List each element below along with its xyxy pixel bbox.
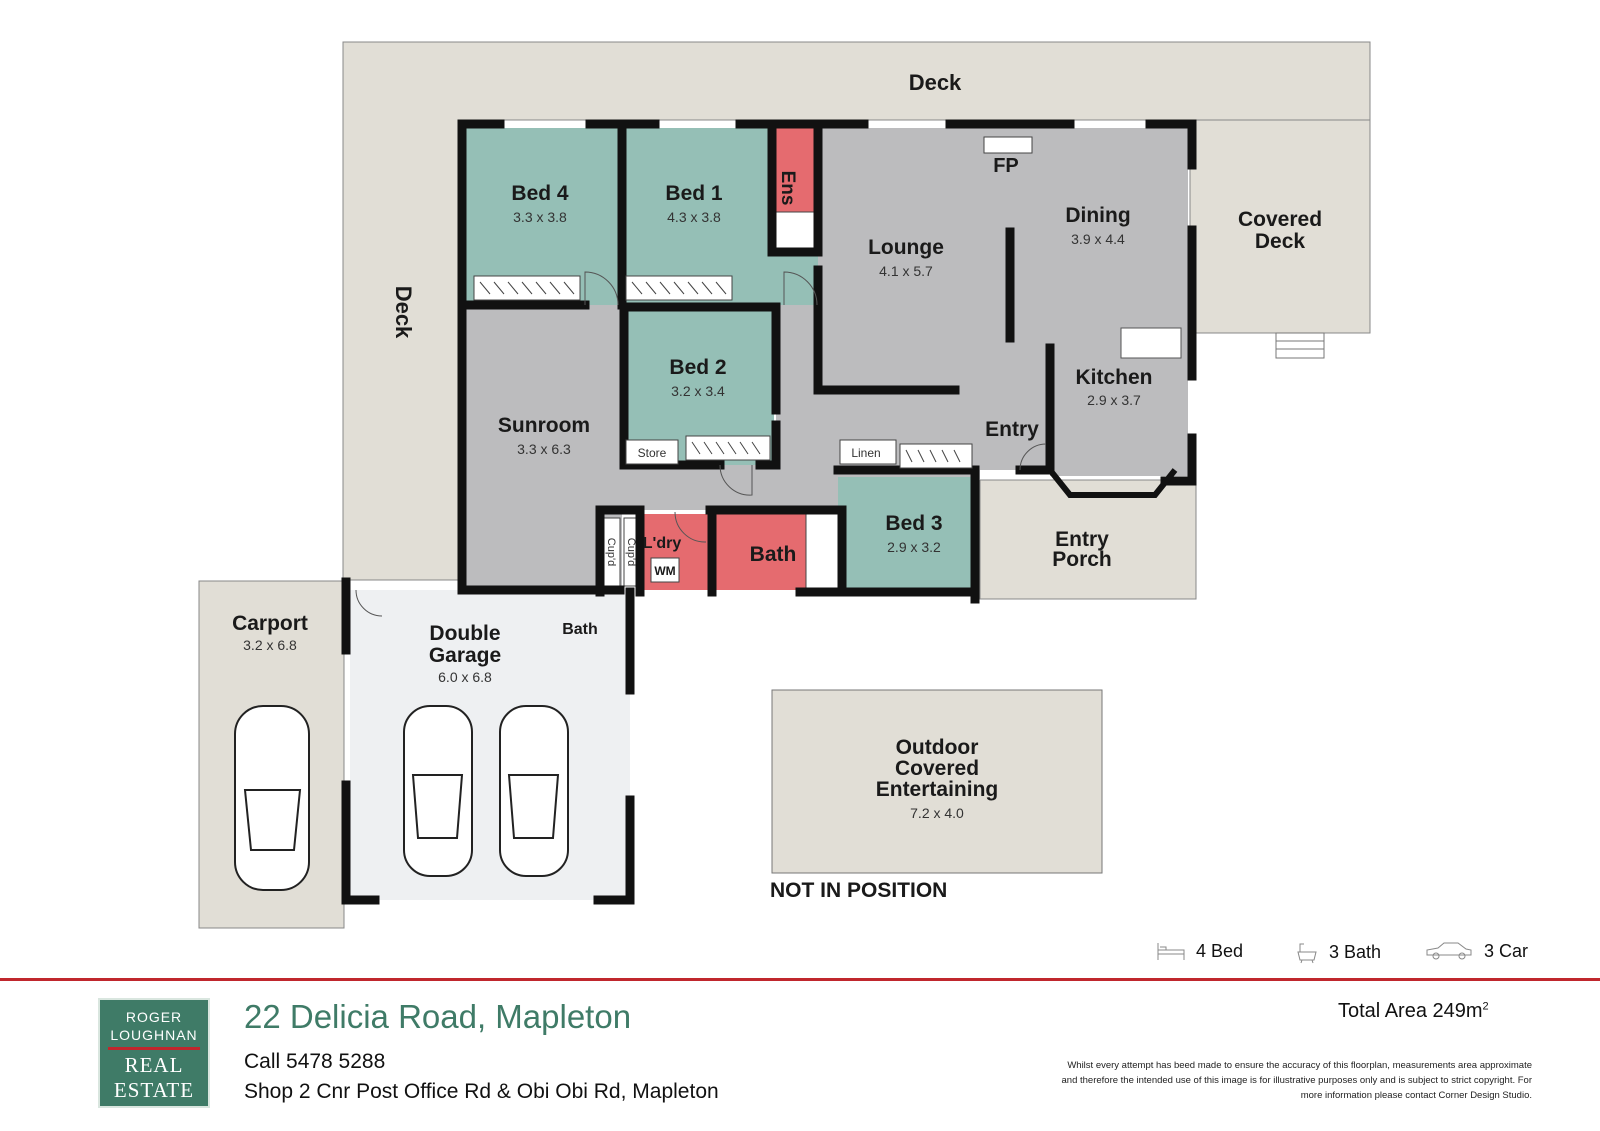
outdoor-dims: 7.2 x 4.0 [910,805,964,821]
agency-logo: ROGER LOUGHNAN REAL ESTATE [98,998,210,1108]
dining-dims: 3.9 x 4.4 [1071,231,1125,247]
bath-small-label: Bath [562,621,598,638]
hangers [479,281,961,463]
garage-label-2: Garage [429,644,501,667]
linen-box [839,439,897,465]
kitchen-bay [1047,468,1178,498]
deck-top-label: Deck [909,70,962,95]
disclaimer-line-2: and therefore the intended use of this i… [1061,1075,1533,1086]
covered-deck-label-1: Covered [1238,208,1322,231]
bath-main-label: Bath [750,543,797,566]
sunroom-dims: 3.3 x 6.3 [517,441,571,457]
logo-line-2: LOUGHNAN [110,1027,198,1043]
disclaimer: Whilst every attempt has beed made to en… [1032,1058,1533,1103]
outdoor-label-1: Outdoor [896,736,979,759]
property-address: 22 Delicia Road, Mapleton [244,998,632,1035]
door-swings [355,271,1047,617]
area-unit-sup: 2 [1482,1000,1489,1013]
bed-count-label: 4 Bed [1196,940,1244,961]
bath-icon [1297,943,1317,964]
disclaimer-line-1: Whilst every attempt has beed made to en… [1067,1060,1532,1071]
entry-porch-label-2: Porch [1052,548,1112,571]
footer-divider [0,978,1600,981]
lounge-dims: 4.1 x 5.7 [879,263,933,279]
entry-porch-label-1: Entry [1055,528,1109,551]
wardrobes [473,275,973,469]
ensuite-shower [775,211,819,249]
bath-count: 3 Bath [1295,940,1381,964]
wm-label: WM [654,564,675,578]
kitchen-dims: 2.9 x 3.7 [1087,392,1141,408]
bed-icon [1157,943,1185,960]
bed-count: 4 Bed [1156,940,1243,962]
bed1-dims: 4.3 x 3.8 [667,209,721,225]
walls [341,119,1197,905]
linen-label: Linen [851,446,880,460]
ensuite-area [772,128,818,212]
outdoor-area [771,689,1103,874]
dining-label: Dining [1065,204,1130,227]
store-box [625,439,679,465]
carport-dims: 3.2 x 6.8 [243,637,297,653]
bed3-label: Bed 3 [885,512,942,535]
entry-label: Entry [985,418,1039,441]
cupd1-label: Cup'd [605,538,617,566]
covered-deck-label-2: Deck [1255,230,1306,253]
garage-area [350,590,630,900]
cupd2-label: Cup'd [625,538,637,566]
covered-deck-area [1189,119,1371,334]
hall-area [600,465,840,510]
carport-label: Carport [232,612,308,635]
kitchen-label: Kitchen [1075,366,1152,389]
outdoor-label-3: Entertaining [876,778,999,801]
bed2-dims: 3.2 x 3.4 [671,383,725,399]
agency-address: Shop 2 Cnr Post Office Rd & Obi Obi Rd, … [244,1080,719,1103]
bed2-label: Bed 2 [669,356,726,379]
car-icon [1426,942,1472,960]
contact-phone: Call 5478 5288 [244,1050,386,1073]
garage-label-1: Double [429,622,500,645]
logo-line-1: ROGER [125,1009,183,1025]
car-icons [234,705,569,891]
lounge-label: Lounge [868,236,944,259]
living-area [776,128,1188,480]
bed4-dims: 3.3 x 3.8 [513,209,567,225]
fp-label: FP [993,155,1019,177]
logo-line-3: REAL [124,1053,184,1077]
deck-side-label: Deck [391,286,416,339]
bed3-dims: 2.9 x 3.2 [887,539,941,555]
garage-dims: 6.0 x 6.8 [438,669,492,685]
bed1-label: Bed 1 [665,182,723,205]
car-count: 3 Car [1424,940,1528,962]
washing-machine [650,557,680,583]
ensuite-label: Ens [777,171,798,206]
sunroom-label: Sunroom [498,414,590,437]
floor-plan: Deck Deck Bed 4 3.3 x 3.8 Bed 1 4.3 x 3.… [198,41,1371,929]
deck-steps [1275,332,1325,359]
not-in-position-label: NOT IN POSITION [770,879,947,902]
total-area-label: Total Area 249m [1338,1000,1483,1022]
total-area: Total Area 249m2 [1338,1000,1489,1023]
entry-porch-area [979,479,1197,600]
kitchen-bench [1120,327,1182,359]
disclaimer-line-3: more information please contact Corner D… [1300,1090,1532,1101]
bed4-label: Bed 4 [511,182,569,205]
fireplace [983,136,1033,154]
laundry-label: L'dry [643,535,682,552]
car-count-label: 3 Car [1484,940,1529,961]
outdoor-label-2: Covered [895,757,979,780]
logo-line-4: ESTATE [113,1078,195,1102]
bed3-area [838,477,978,589]
bath-count-label: 3 Bath [1329,941,1382,962]
store-label: Store [638,446,667,460]
